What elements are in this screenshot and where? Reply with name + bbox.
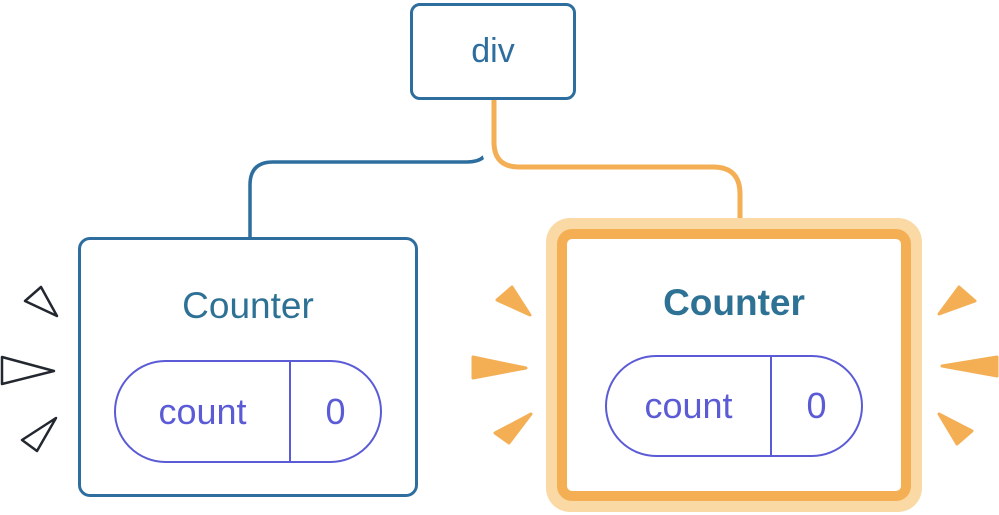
edge-to-right-counter-casing <box>481 99 753 228</box>
counter-card-right: Counter count 0 <box>557 229 911 501</box>
sparkle-icon <box>23 285 59 318</box>
root-node-div: div <box>410 3 576 100</box>
state-key: count <box>158 390 247 432</box>
sparkle-icon <box>471 355 528 380</box>
counter-card-left: Counter count 0 <box>78 237 418 497</box>
sparkle-icon <box>495 285 532 317</box>
state-value: 0 <box>289 362 380 461</box>
counter-title: Counter <box>663 282 805 323</box>
edge-to-right-counter <box>491 99 743 228</box>
counter-title: Counter <box>182 285 314 326</box>
sparkle-burst-right-inner <box>471 285 533 445</box>
state-value: 0 <box>770 357 861 455</box>
sparkle-icon <box>20 416 58 453</box>
edge-to-left-counter <box>248 99 492 240</box>
sparkle-icon <box>0 355 56 386</box>
state-pill: count 0 <box>114 360 382 463</box>
sparkle-burst-left <box>0 285 59 453</box>
sparkle-burst-right-outer <box>937 285 999 446</box>
counter-card-right-ring: Counter count 0 <box>546 218 922 512</box>
state-pill: count 0 <box>605 355 863 457</box>
root-node-label: div <box>471 32 515 70</box>
sparkle-icon <box>940 355 999 378</box>
sparkle-icon <box>493 412 533 445</box>
sparkle-icon <box>937 285 977 316</box>
state-key: count <box>644 385 733 426</box>
sparkle-icon <box>937 412 974 446</box>
